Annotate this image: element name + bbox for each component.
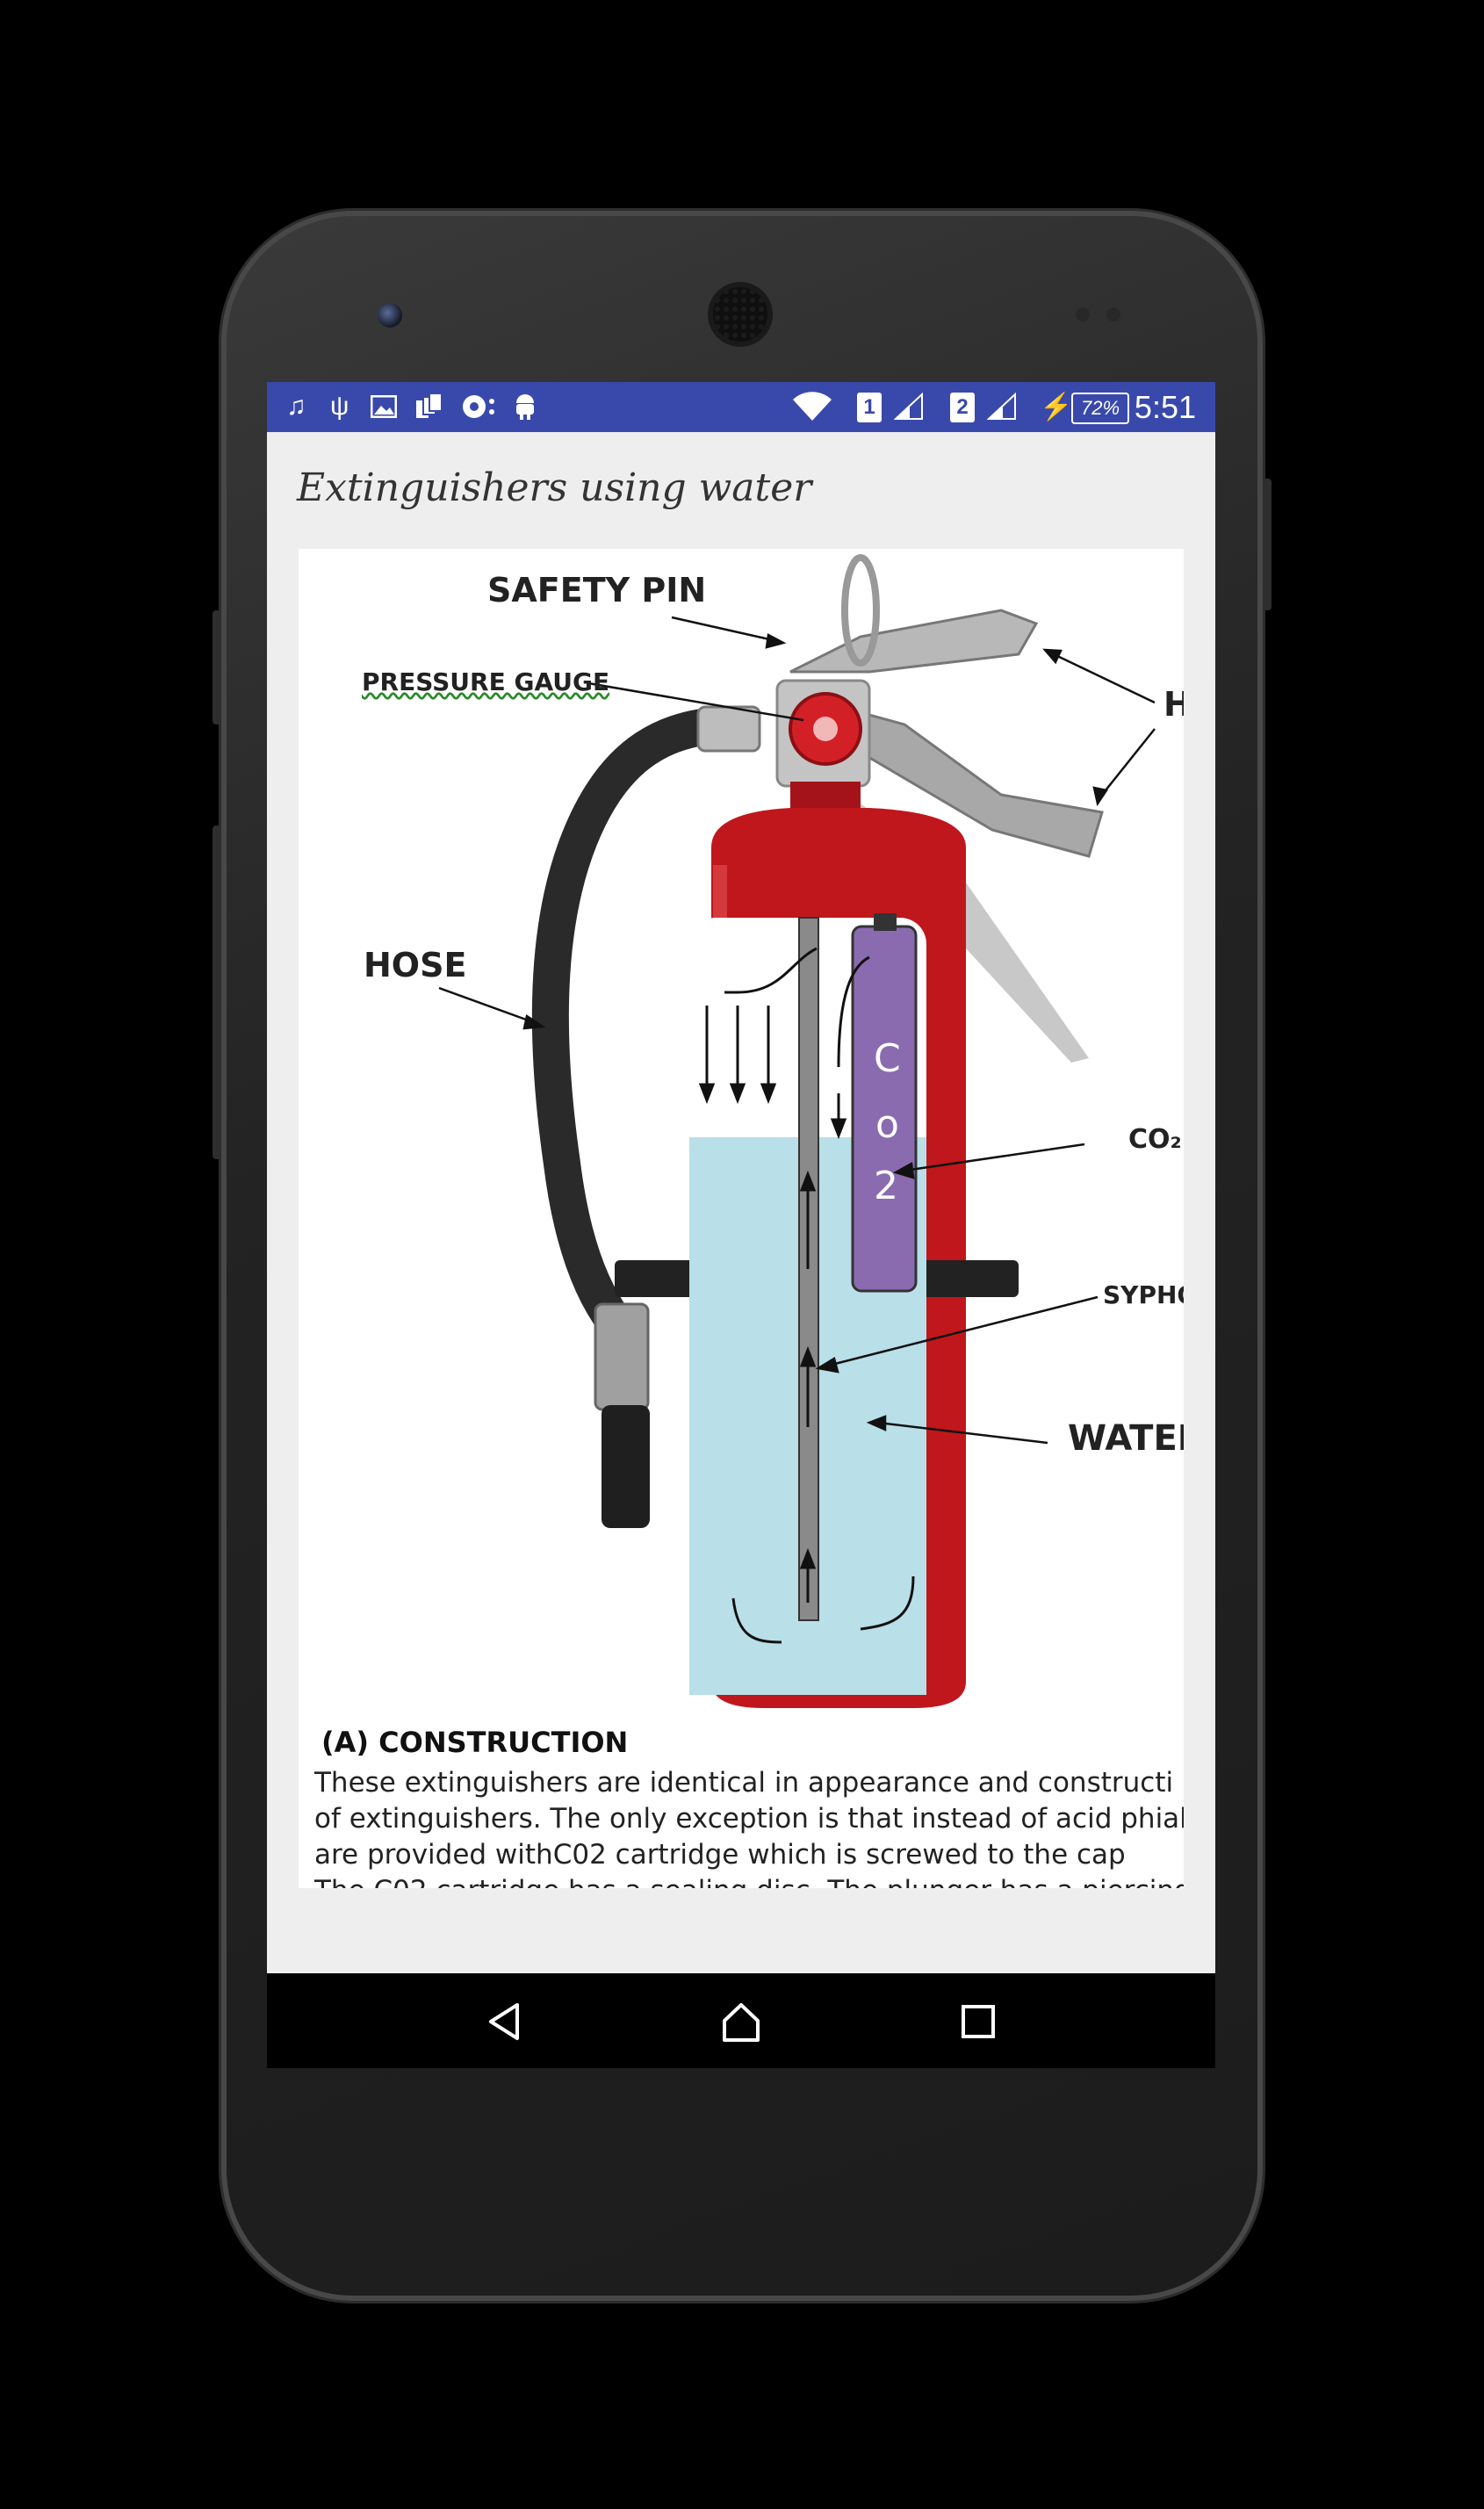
screen: ♫ ψ 1 2 ⚡ 72% 5:51 Extinguishers using w… [267,382,1215,2068]
article-content[interactable]: SAFETY PIN PRESSURE GAUGE HOSE H CO₂ SYP… [299,549,1184,1888]
co2-label: CO₂ [1128,1124,1182,1155]
syphon-label: SYPHO [1103,1280,1184,1309]
section-heading: (A) CONSTRUCTION [321,1726,629,1759]
earpiece-speaker [713,287,767,342]
signal-icon [894,391,924,422]
cartridge-letter-o: o [875,1102,899,1147]
extinguisher-diagram: SAFETY PIN PRESSURE GAUGE HOSE H CO₂ SYP… [299,549,1184,1708]
image-icon [371,391,397,422]
charging-icon: ⚡ [1040,392,1073,422]
sim1-icon: 1 [857,393,882,422]
wifi-icon [792,391,832,422]
light-sensor [1106,307,1120,321]
back-button[interactable] [482,2000,526,2044]
volume-button[interactable] [213,610,221,725]
pressure-gauge-label: PRESSURE GAUGE [362,667,610,696]
record-icon [462,391,497,422]
android-icon [513,391,537,422]
status-bar: ♫ ψ 1 2 ⚡ 72% 5:51 [267,382,1215,432]
copy-icon [414,391,443,422]
usb-icon: ψ [330,392,349,421]
sim2-icon: 2 [950,393,975,422]
proximity-sensor [1076,307,1090,321]
signal-icon-2 [987,391,1017,422]
navigation-bar [267,1973,1215,2068]
cartridge-letter-c: C [874,1036,901,1081]
front-camera [378,303,402,328]
cartridge-letter-2: 2 [874,1164,898,1208]
hose-label: HOSE [364,946,467,984]
clock: 5:51 [1134,389,1196,425]
handle-label: H [1163,685,1184,724]
article-paragraph: These extinguishers are identical in app… [314,1767,1184,1888]
water-label: WATER [1068,1418,1184,1459]
safety-pin-label: SAFETY PIN [487,571,707,609]
power-button[interactable] [213,826,221,1159]
page-title: Extinguishers using water [297,465,812,510]
side-button-right[interactable] [1263,479,1271,610]
music-icon: ♫ [286,392,306,421]
recents-button[interactable] [956,2000,1000,2044]
home-button[interactable] [719,2000,763,2044]
battery-indicator: 72% [1071,393,1129,424]
